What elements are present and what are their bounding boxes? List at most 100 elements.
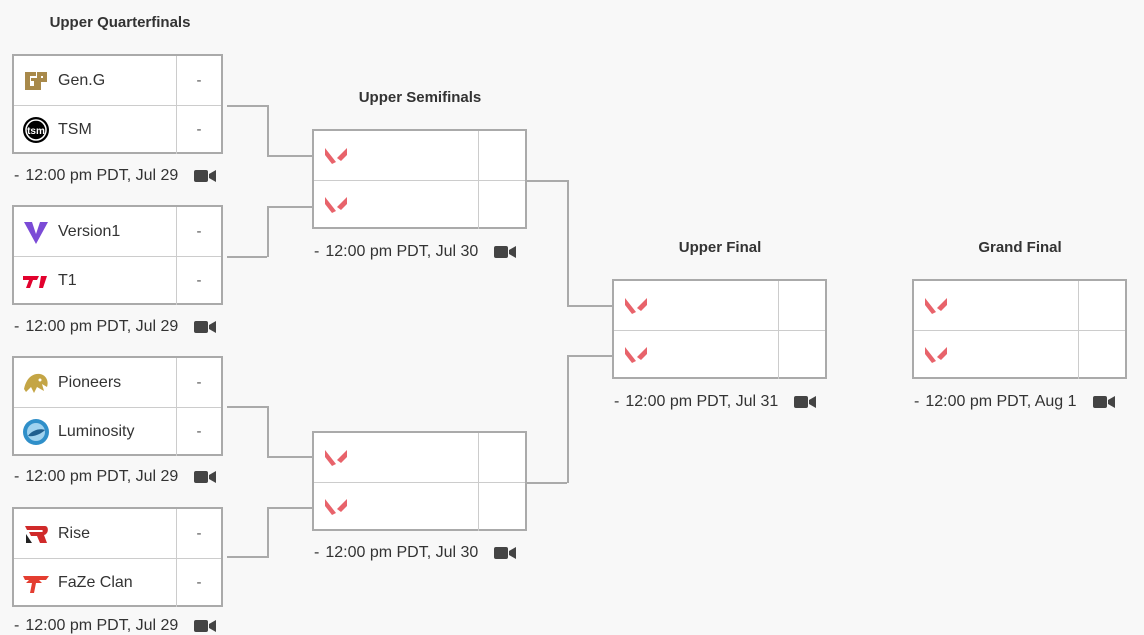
match-team-row[interactable]	[914, 330, 1125, 379]
video-camera-icon[interactable]	[794, 394, 817, 410]
match-time-text: 12:00 pm PDT, Jul 29	[25, 617, 179, 634]
video-camera-icon[interactable]	[194, 469, 217, 485]
match-time-text: 12:00 pm PDT, Jul 30	[325, 544, 479, 561]
dash: -	[14, 167, 20, 184]
team-score: -	[196, 223, 202, 240]
match-qf-2[interactable]: Version1 - T1 -	[12, 205, 223, 305]
round-title-grand-final: Grand Final	[978, 239, 1062, 256]
video-camera-icon[interactable]	[494, 244, 517, 260]
valorant-logo-icon	[322, 191, 350, 219]
match-team-row[interactable]: Rise -	[14, 509, 221, 559]
team-name: Luminosity	[58, 422, 135, 440]
team-name: Pioneers	[58, 373, 122, 391]
match-sf-2[interactable]	[312, 431, 527, 531]
match-time: - 12:00 pm PDT, Jul 29	[14, 617, 217, 635]
bracket-connector	[227, 556, 267, 558]
match-team-row[interactable]	[614, 281, 825, 331]
round-title-upper-semifinals: Upper Semifinals	[358, 89, 482, 106]
dash: -	[14, 318, 20, 335]
match-qf-4[interactable]: Rise - FaZe Clan -	[12, 507, 223, 607]
pioneers-logo-icon	[22, 369, 50, 397]
match-time-text: 12:00 pm PDT, Jul 30	[325, 243, 479, 260]
match-time: - 12:00 pm PDT, Jul 30	[314, 243, 517, 261]
match-time-text: 12:00 pm PDT, Aug 1	[925, 393, 1077, 410]
match-qf-1[interactable]: Gen.G - tsm TSM -	[12, 54, 223, 154]
dash: -	[314, 544, 320, 561]
team-score: -	[196, 423, 202, 440]
bracket-connector	[527, 482, 567, 484]
valorant-logo-icon	[622, 341, 650, 369]
svg-text:tsm: tsm	[27, 126, 45, 137]
match-time-text: 12:00 pm PDT, Jul 29	[25, 318, 179, 335]
bracket-connector	[267, 206, 269, 257]
valorant-logo-icon	[322, 142, 350, 170]
bracket-connector	[227, 256, 267, 258]
bracket-connector	[227, 406, 267, 408]
match-team-row[interactable]	[314, 180, 525, 229]
dash: -	[314, 243, 320, 260]
bracket-connector	[227, 105, 267, 107]
valorant-logo-icon	[322, 444, 350, 472]
match-team-row[interactable]: Gen.G -	[14, 56, 221, 106]
match-time-text: 12:00 pm PDT, Jul 31	[625, 393, 779, 410]
match-team-row[interactable]	[314, 482, 525, 531]
video-camera-icon[interactable]	[494, 545, 517, 561]
team-score: -	[196, 72, 202, 89]
match-time: - 12:00 pm PDT, Jul 31	[614, 393, 817, 411]
match-sf-1[interactable]	[312, 129, 527, 229]
bracket-connector	[267, 206, 313, 208]
match-team-row[interactable]	[914, 281, 1125, 331]
team-score: -	[196, 272, 202, 289]
bracket-connector	[567, 180, 569, 306]
match-time: - 12:00 pm PDT, Aug 1	[914, 393, 1115, 411]
geng-logo-icon	[22, 67, 50, 95]
bracket-connector	[567, 355, 569, 483]
video-camera-icon[interactable]	[194, 319, 217, 335]
match-grand-final[interactable]	[912, 279, 1127, 379]
match-team-row[interactable]	[614, 330, 825, 379]
team-name: T1	[58, 271, 77, 289]
match-team-row[interactable]: Version1 -	[14, 207, 221, 257]
valorant-logo-icon	[922, 292, 950, 320]
valorant-logo-icon	[322, 493, 350, 521]
valorant-logo-icon	[622, 292, 650, 320]
match-team-row[interactable]	[314, 433, 525, 483]
match-team-row[interactable]: FaZe Clan -	[14, 558, 221, 607]
bracket-connector	[567, 305, 613, 307]
luminosity-logo-icon	[22, 418, 50, 446]
match-team-row[interactable]: T1 -	[14, 256, 221, 305]
faze-logo-icon	[22, 569, 50, 597]
dash: -	[614, 393, 620, 410]
match-time-text: 12:00 pm PDT, Jul 29	[25, 468, 179, 485]
version1-logo-icon	[22, 218, 50, 246]
round-title-upper-final: Upper Final	[678, 239, 762, 256]
round-title-upper-quarterfinals: Upper Quarterfinals	[49, 14, 191, 31]
match-team-row[interactable]: Luminosity -	[14, 407, 221, 456]
team-name: Gen.G	[58, 71, 106, 89]
t1-logo-icon	[22, 267, 50, 295]
match-upper-final[interactable]	[612, 279, 827, 379]
video-camera-icon[interactable]	[194, 618, 217, 634]
video-camera-icon[interactable]	[1092, 394, 1115, 410]
team-name: Version1	[58, 222, 121, 240]
dash: -	[914, 393, 920, 410]
match-qf-3[interactable]: Pioneers - Luminosity -	[12, 356, 223, 456]
bracket-connector	[267, 105, 269, 156]
tsm-logo-icon: tsm	[22, 116, 50, 144]
dash: -	[14, 468, 20, 485]
team-name: FaZe Clan	[58, 573, 133, 591]
match-team-row[interactable]	[314, 131, 525, 181]
bracket-connector	[567, 355, 613, 357]
bracket-connector	[267, 456, 313, 458]
rise-logo-icon	[22, 520, 50, 548]
bracket-connector	[267, 507, 313, 509]
team-score: -	[196, 574, 202, 591]
match-team-row[interactable]: tsm TSM -	[14, 105, 221, 154]
team-name: Rise	[58, 524, 91, 542]
team-score: -	[196, 374, 202, 391]
match-team-row[interactable]: Pioneers -	[14, 358, 221, 408]
team-score: -	[196, 525, 202, 542]
video-camera-icon[interactable]	[194, 168, 217, 184]
bracket-connector	[267, 507, 269, 558]
match-time: - 12:00 pm PDT, Jul 29	[14, 318, 217, 336]
